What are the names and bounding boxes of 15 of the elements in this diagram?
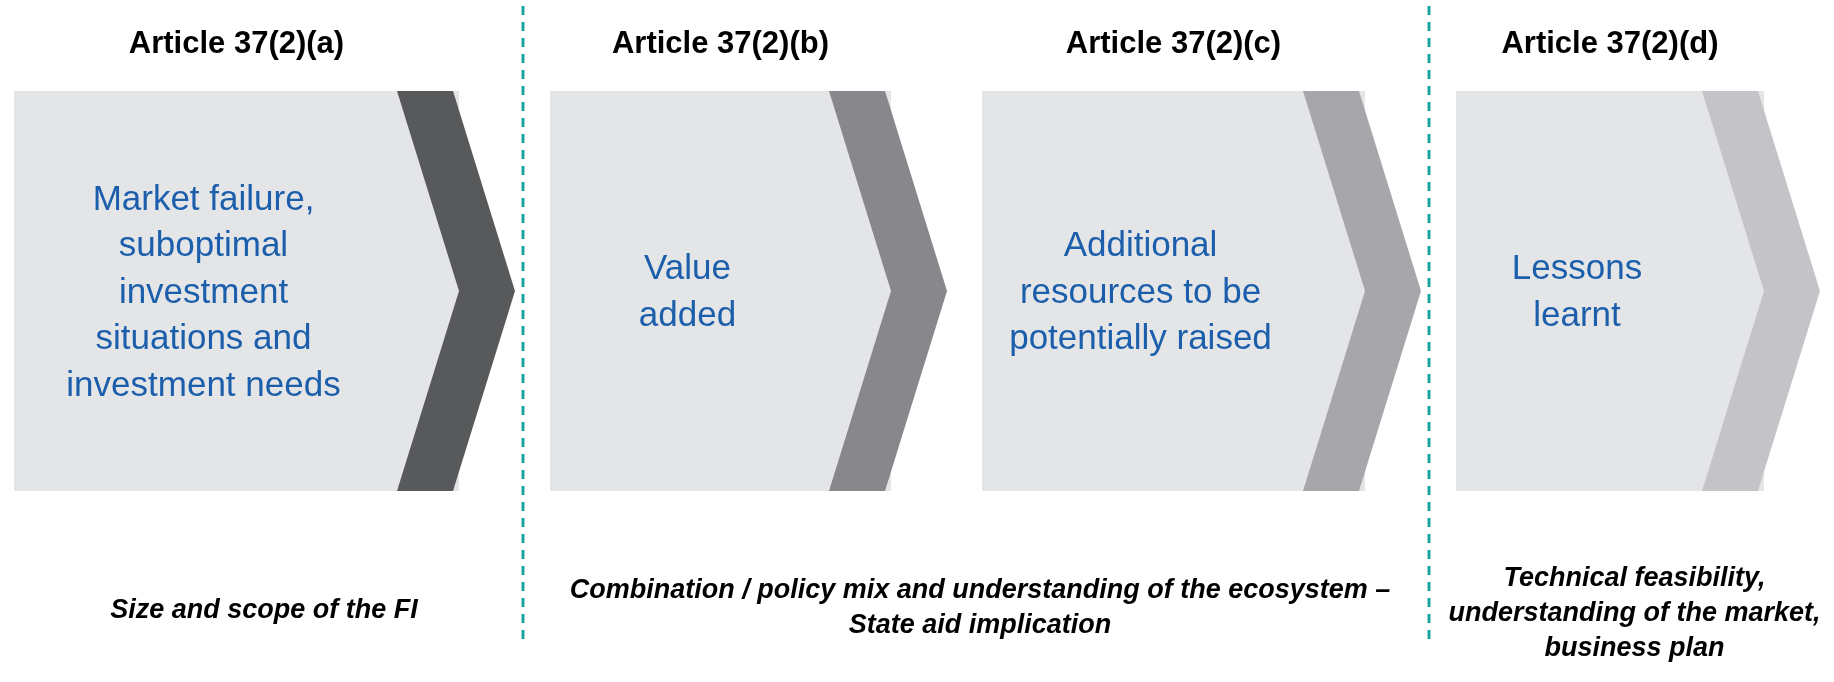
chevron-arrow [829,91,947,491]
chevron-arrow [1303,91,1421,491]
chevron-arrow [397,91,515,491]
note-text: Technical feasibility, understanding of the market, business plan [1447,561,1822,665]
article-heading: Article 37(2)(c) [1064,25,1283,61]
box-text: Additional resources to be potentially raised [1008,223,1273,359]
box-text: Market failure, suboptimal investment situations and investment needs [65,176,342,405]
article-heading: Article 37(2)(b) [610,25,830,61]
box-text: Value added [637,246,738,335]
box-text: Lessons learnt [1510,246,1644,335]
chevron-arrow [1702,91,1820,491]
note-text: Combination / policy mix and understanding of the ecosystem – State aid implication [568,573,1392,642]
article-heading: Article 37(2)(a) [127,25,346,61]
note-text: Size and scope of the FI [109,593,419,626]
article-heading: Article 37(2)(d) [1500,25,1720,61]
